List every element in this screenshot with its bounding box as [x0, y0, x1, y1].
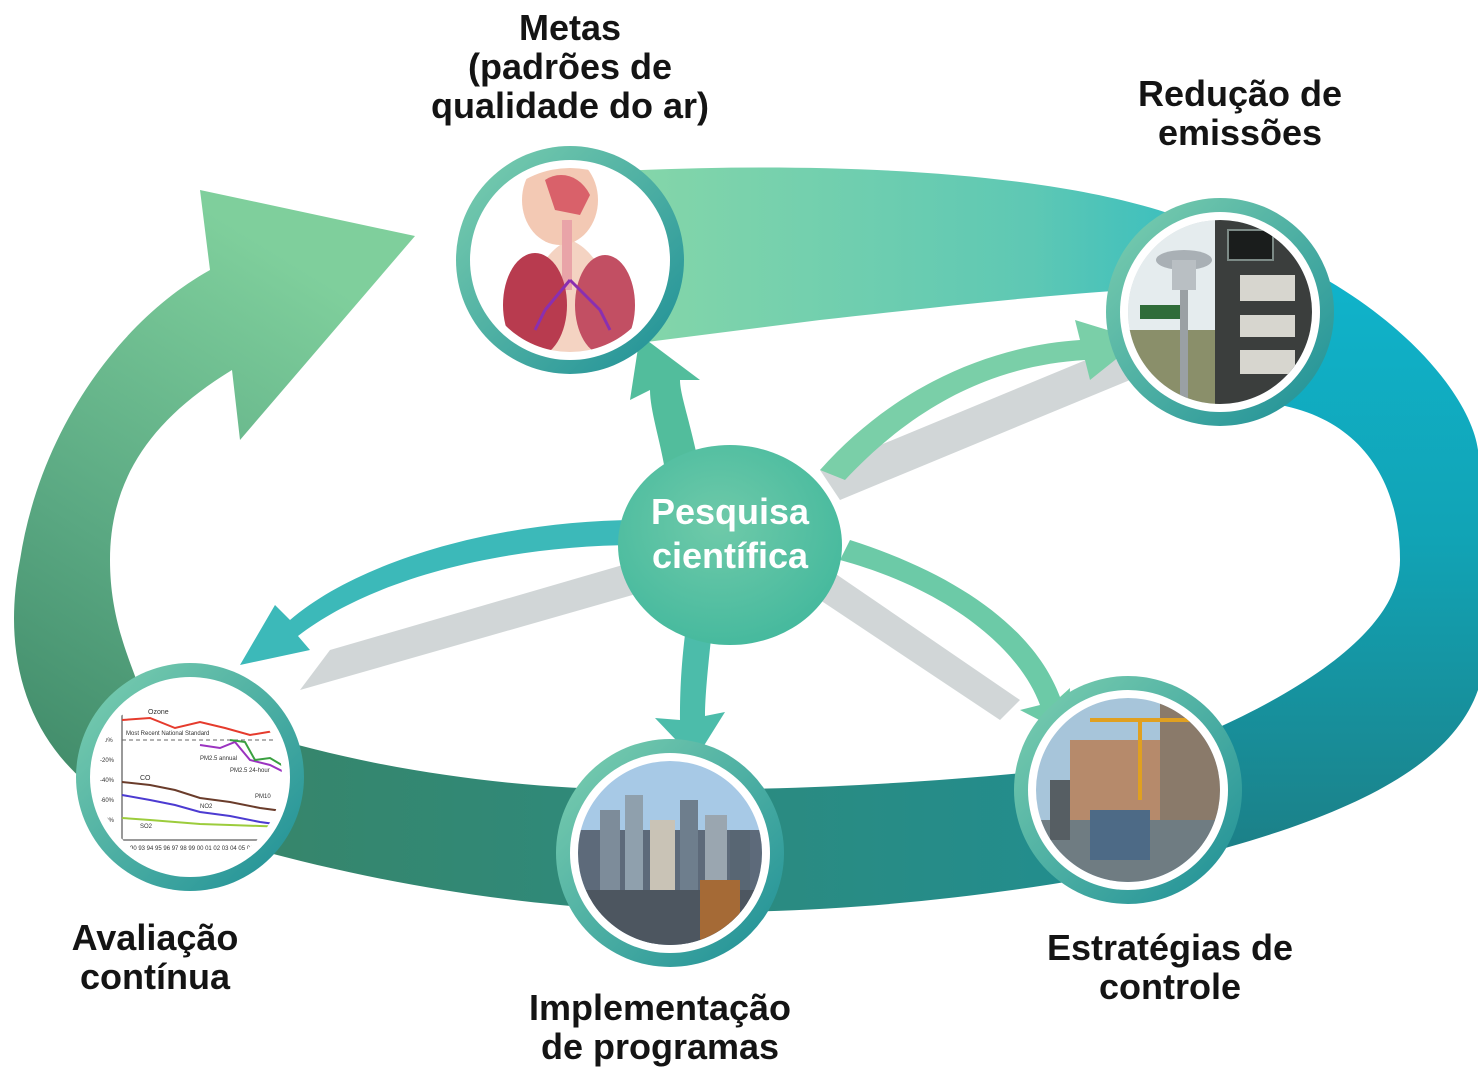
arrow-to-estrategias	[840, 540, 1070, 735]
node-avaliacao-label: Avaliação contínua	[30, 918, 280, 996]
ring-left-segment	[14, 190, 415, 800]
node-metas-label-line-1: Metas	[518, 7, 622, 48]
node-avaliacao-image: Ozone Most Recent National Standard PM2.…	[76, 663, 304, 891]
shadow-arrow-right-up	[820, 350, 1130, 500]
trend-ytick-2: -40%	[100, 778, 115, 784]
trend-series-so2: SO2	[140, 824, 153, 830]
node-metas-label: Metas (padrões de qualidade do ar)	[390, 8, 750, 125]
ring-right-segment	[1140, 225, 1478, 860]
trend-series-co: CO	[140, 775, 151, 782]
node-implementacao-label-line-1: Implementação	[528, 987, 792, 1028]
node-metas-image	[456, 146, 684, 374]
node-implementacao-label: Implementação de programas	[490, 988, 830, 1066]
city-skyline-image	[578, 761, 762, 945]
node-implementacao-image	[556, 739, 784, 967]
arrow-to-avaliacao	[240, 520, 640, 665]
node-implementacao-label-line-2: de programas	[540, 1026, 780, 1067]
trend-ytick-3: -60%	[100, 798, 115, 804]
node-avaliacao-label-line-2: contínua	[80, 956, 230, 997]
node-reducao-image	[1106, 198, 1334, 426]
ring-top-segment	[600, 167, 1320, 348]
node-metas-label-line-3: qualidade do ar)	[430, 85, 710, 126]
node-reducao-label: Redução de emissões	[1080, 74, 1400, 152]
trend-series-pm10: PM10	[255, 794, 271, 800]
shadow-arrow-right-down	[820, 570, 1020, 720]
node-metas-label-line-2: (padrões de	[467, 46, 673, 87]
shadow-arrow-left	[300, 560, 650, 690]
center-label-line-2: científica	[651, 535, 809, 576]
arrow-to-metas	[630, 335, 700, 470]
trend-xticks: 90 93 94 95 96 97 98 99 00 01 02 03 04 0…	[130, 846, 254, 852]
node-estrategias-label: Estratégias de controle	[1010, 928, 1330, 1006]
trend-series-pm25-24h: PM2.5 24-hour	[230, 768, 270, 774]
arrow-to-reducao	[820, 320, 1140, 480]
node-reducao-label-line-2: emissões	[1157, 112, 1323, 153]
center-label-line-1: Pesquisa	[650, 491, 810, 532]
node-estrategias-label-line-1: Estratégias de	[1046, 927, 1294, 968]
trend-ytick-0: 0%	[104, 738, 113, 744]
trend-series-standard: Most Recent National Standard	[126, 731, 209, 737]
center-research-label: Pesquisa científica	[620, 490, 840, 578]
node-estrategias-image	[1014, 676, 1242, 904]
node-reducao-label-line-1: Redução de	[1137, 73, 1343, 114]
trend-series-ozone: Ozone	[148, 709, 169, 716]
node-estrategias-label-line-2: controle	[1098, 966, 1241, 1007]
shadow-arrows	[300, 350, 1130, 720]
center-research-node	[618, 445, 842, 645]
trend-ytick-1: -20%	[100, 758, 115, 764]
industrial-construction-image	[1036, 698, 1220, 882]
node-avaliacao-label-line-1: Avaliação	[71, 917, 239, 958]
respiratory-system-image	[478, 168, 662, 352]
trend-series-no2: NO2	[200, 804, 213, 810]
trend-series-pm25-annual: PM2.5 annual	[200, 756, 237, 762]
air-quality-trend-chart-image: Ozone Most Recent National Standard PM2.…	[98, 685, 282, 869]
